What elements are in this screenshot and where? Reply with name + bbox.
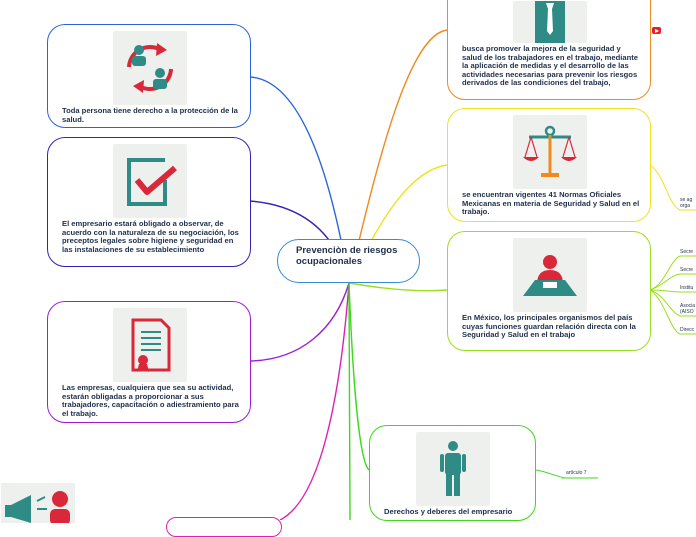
video-link-icon[interactable] — [652, 27, 661, 34]
node-derechos[interactable]: Derechos y deberes del empresario — [369, 425, 536, 521]
leaf-organismos-4[interactable]: Asocia — [680, 303, 696, 309]
leaf-normas-1[interactable]: se ag — [680, 197, 693, 203]
leaf-organismos-3[interactable]: Institu — [680, 285, 694, 291]
megaphone-icon — [5, 491, 70, 525]
art-derechos — [416, 432, 490, 506]
text-derechos: Derechos y deberes del empresario — [384, 507, 513, 516]
leaf-organismos-5: (AISO — [680, 309, 694, 315]
text-proteccion: Toda persona tiene derecho a la protecci… — [62, 106, 238, 124]
leaf-connector-organismos-4 — [649, 289, 681, 317]
leaf-connector-organismos-1 — [649, 255, 681, 291]
connector-mejora — [348, 29, 448, 284]
node-bottom[interactable] — [166, 517, 282, 537]
node-empresario[interactable]: El empresario estará obligado a observar… — [47, 137, 251, 267]
leaf-organismos-2[interactable]: Secre — [680, 267, 694, 273]
text-mejora: busca promover la mejora de la seguridad… — [462, 44, 638, 88]
art-organismos — [513, 238, 587, 312]
connector-organismos — [348, 282, 448, 292]
art-proteccion — [113, 31, 187, 105]
connector-derechos — [348, 282, 370, 471]
central-topic-title: Prevenciòn de riesgos ocupacionales — [296, 245, 398, 267]
leaf-connector-organismos-5 — [649, 289, 681, 335]
leaf-connector-organismos-3 — [649, 289, 681, 293]
businessman-icon — [535, 1, 565, 43]
speaker-podium-icon — [523, 255, 577, 296]
art-capacitacion — [113, 308, 187, 382]
art-empresario — [113, 144, 187, 218]
checkbox-check-icon — [127, 158, 177, 206]
person-standing-icon — [440, 441, 466, 496]
connector-derechos-down — [348, 282, 351, 520]
recycle-people-icon — [127, 43, 173, 93]
leaf-connector-derechos — [535, 469, 566, 479]
connector-capacitacion — [249, 282, 350, 362]
node-proteccion[interactable]: Toda persona tiene derecho a la protecci… — [47, 24, 251, 128]
leaf-organismos-1[interactable]: Secre — [680, 249, 694, 255]
node-organismos[interactable]: En México, los principales organismos de… — [447, 231, 651, 351]
node-normas[interactable]: se encuentran vigentes 41 Normas Oficial… — [447, 108, 651, 222]
leaf-derechos-articulo[interactable]: artículo 7 — [566, 470, 587, 476]
scales-icon — [523, 125, 577, 177]
text-capacitacion: Las empresas, cualquiera que sea su acti… — [62, 383, 239, 418]
leaf-normas-2: orga — [680, 203, 691, 209]
art-normas — [513, 115, 587, 189]
text-organismos: En México, los principales organismos de… — [462, 313, 636, 340]
art-mejora — [513, 1, 587, 43]
node-capacitacion[interactable]: Las empresas, cualquiera que sea su acti… — [47, 301, 251, 423]
leaf-connector-organismos-2 — [649, 273, 681, 291]
node-mejora[interactable]: busca promover la mejora de la seguridad… — [447, 0, 651, 100]
certificate-icon — [131, 318, 171, 372]
art-bottom-megaphone — [1, 483, 75, 525]
connector-bottom — [279, 282, 350, 520]
leaf-connector-normas — [649, 164, 681, 211]
text-normas: se encuentran vigentes 41 Normas Oficial… — [462, 190, 640, 217]
text-empresario: El empresario estará obligado a observar… — [62, 219, 239, 254]
leaf-organismos-6[interactable]: Direcc — [680, 327, 695, 333]
central-topic[interactable]: Prevenciòn de riesgos ocupacionales — [277, 239, 420, 283]
